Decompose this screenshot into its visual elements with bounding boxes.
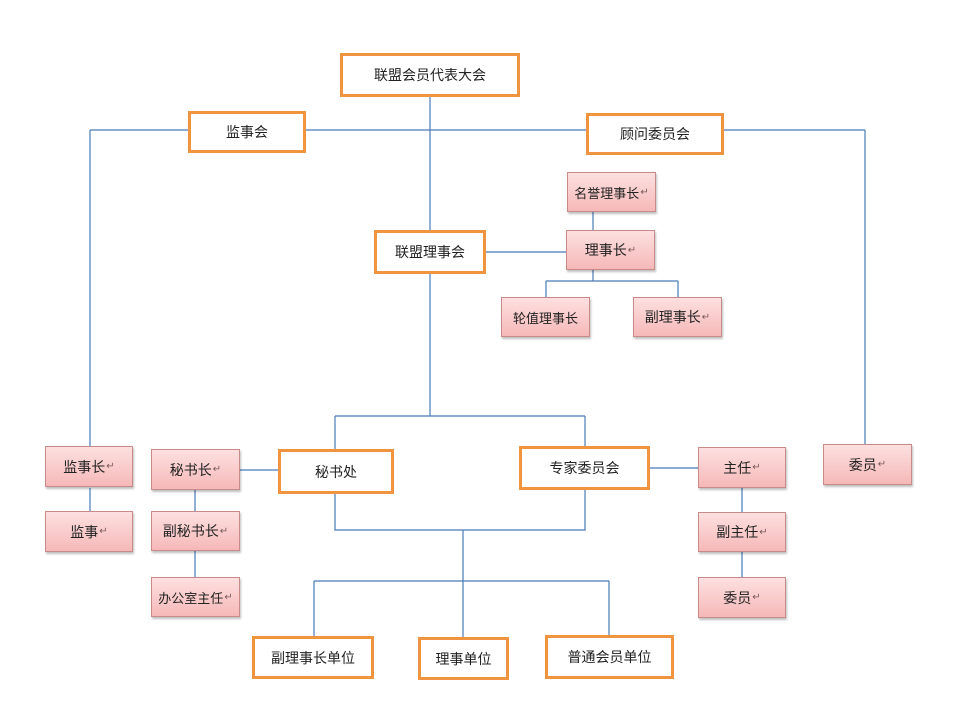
return-mark: ↵ — [219, 525, 229, 537]
node-label: 联盟理事会 — [395, 245, 465, 261]
line-mid-branch — [334, 415, 586, 450]
return-mark: ↵ — [224, 591, 233, 603]
node-council-unit: 理事单位 — [418, 637, 509, 680]
line-lower-box — [334, 490, 586, 531]
return-mark: ↵ — [752, 462, 761, 473]
node-secretary-general: 秘书长↵ — [151, 449, 240, 490]
node-label: 监事长 — [63, 459, 106, 476]
node-label: 副主任 — [716, 525, 759, 541]
node-label: 联盟会员代表大会 — [374, 68, 486, 84]
node-label: 监事 — [70, 524, 99, 541]
node-label: 顾问委员会 — [620, 127, 690, 143]
node-label: 专家委员会 — [549, 461, 620, 477]
node-assembly: 联盟会员代表大会 — [340, 53, 520, 97]
node-label: 理事单位 — [435, 651, 492, 668]
node-label: 秘书处 — [315, 464, 357, 481]
node-vice-chairman-unit: 副理事长单位 — [252, 636, 374, 679]
node-honorary-chairman: 名誉理事长↵ — [567, 172, 656, 212]
node-vice-chairman: 副理事长↵ — [633, 297, 722, 337]
node-label: 办公室主任 — [158, 591, 224, 607]
node-label: 主任 — [723, 460, 752, 477]
node-expert-committee: 专家委员会 — [519, 446, 650, 490]
node-office-director: 办公室主任↵ — [151, 577, 240, 617]
node-label: 秘书长 — [169, 462, 212, 479]
return-mark: ↵ — [759, 526, 768, 538]
node-label: 普通会员单位 — [567, 650, 652, 666]
node-rotating-chairman: 轮值理事长 — [501, 297, 590, 337]
node-label: 轮值理事长 — [512, 311, 578, 327]
node-chairman: 理事长↵ — [566, 230, 655, 270]
return-mark: ↵ — [99, 526, 108, 537]
node-advisory-member: 委员↵ — [823, 444, 912, 485]
node-label: 名誉理事长 — [574, 186, 640, 202]
node-supervisor: 监事↵ — [45, 511, 133, 552]
node-label: 副理事长 — [644, 310, 701, 326]
node-label: 副秘书长 — [162, 524, 219, 540]
node-label: 委员 — [723, 590, 752, 607]
node-label: 副理事长单位 — [271, 650, 355, 667]
return-mark: ↵ — [640, 186, 649, 198]
line-bottom-tree — [313, 530, 610, 638]
node-member-unit: 普通会员单位 — [545, 635, 674, 679]
node-deputy-director: 副主任↵ — [698, 512, 786, 552]
node-council: 联盟理事会 — [374, 230, 486, 274]
return-mark: ↵ — [701, 311, 711, 323]
node-director: 主任↵ — [698, 447, 786, 488]
node-advisory-committee: 顾问委员会 — [586, 113, 724, 155]
return-mark: ↵ — [106, 461, 115, 472]
node-chief-supervisor: 监事长↵ — [45, 446, 133, 487]
return-mark: ↵ — [212, 464, 222, 475]
return-mark: ↵ — [877, 459, 887, 470]
return-mark: ↵ — [627, 244, 637, 256]
node-supervisory-board: 监事会 — [188, 111, 306, 153]
node-label: 理事长 — [584, 243, 627, 259]
node-secretariat: 秘书处 — [278, 449, 394, 494]
node-expert-member: 委员↵ — [698, 577, 786, 618]
line-chairman-split — [545, 270, 679, 297]
node-label: 监事会 — [226, 125, 268, 141]
return-mark: ↵ — [752, 592, 761, 603]
node-deputy-secretary-general: 副秘书长↵ — [151, 511, 240, 551]
node-label: 委员 — [848, 457, 877, 474]
